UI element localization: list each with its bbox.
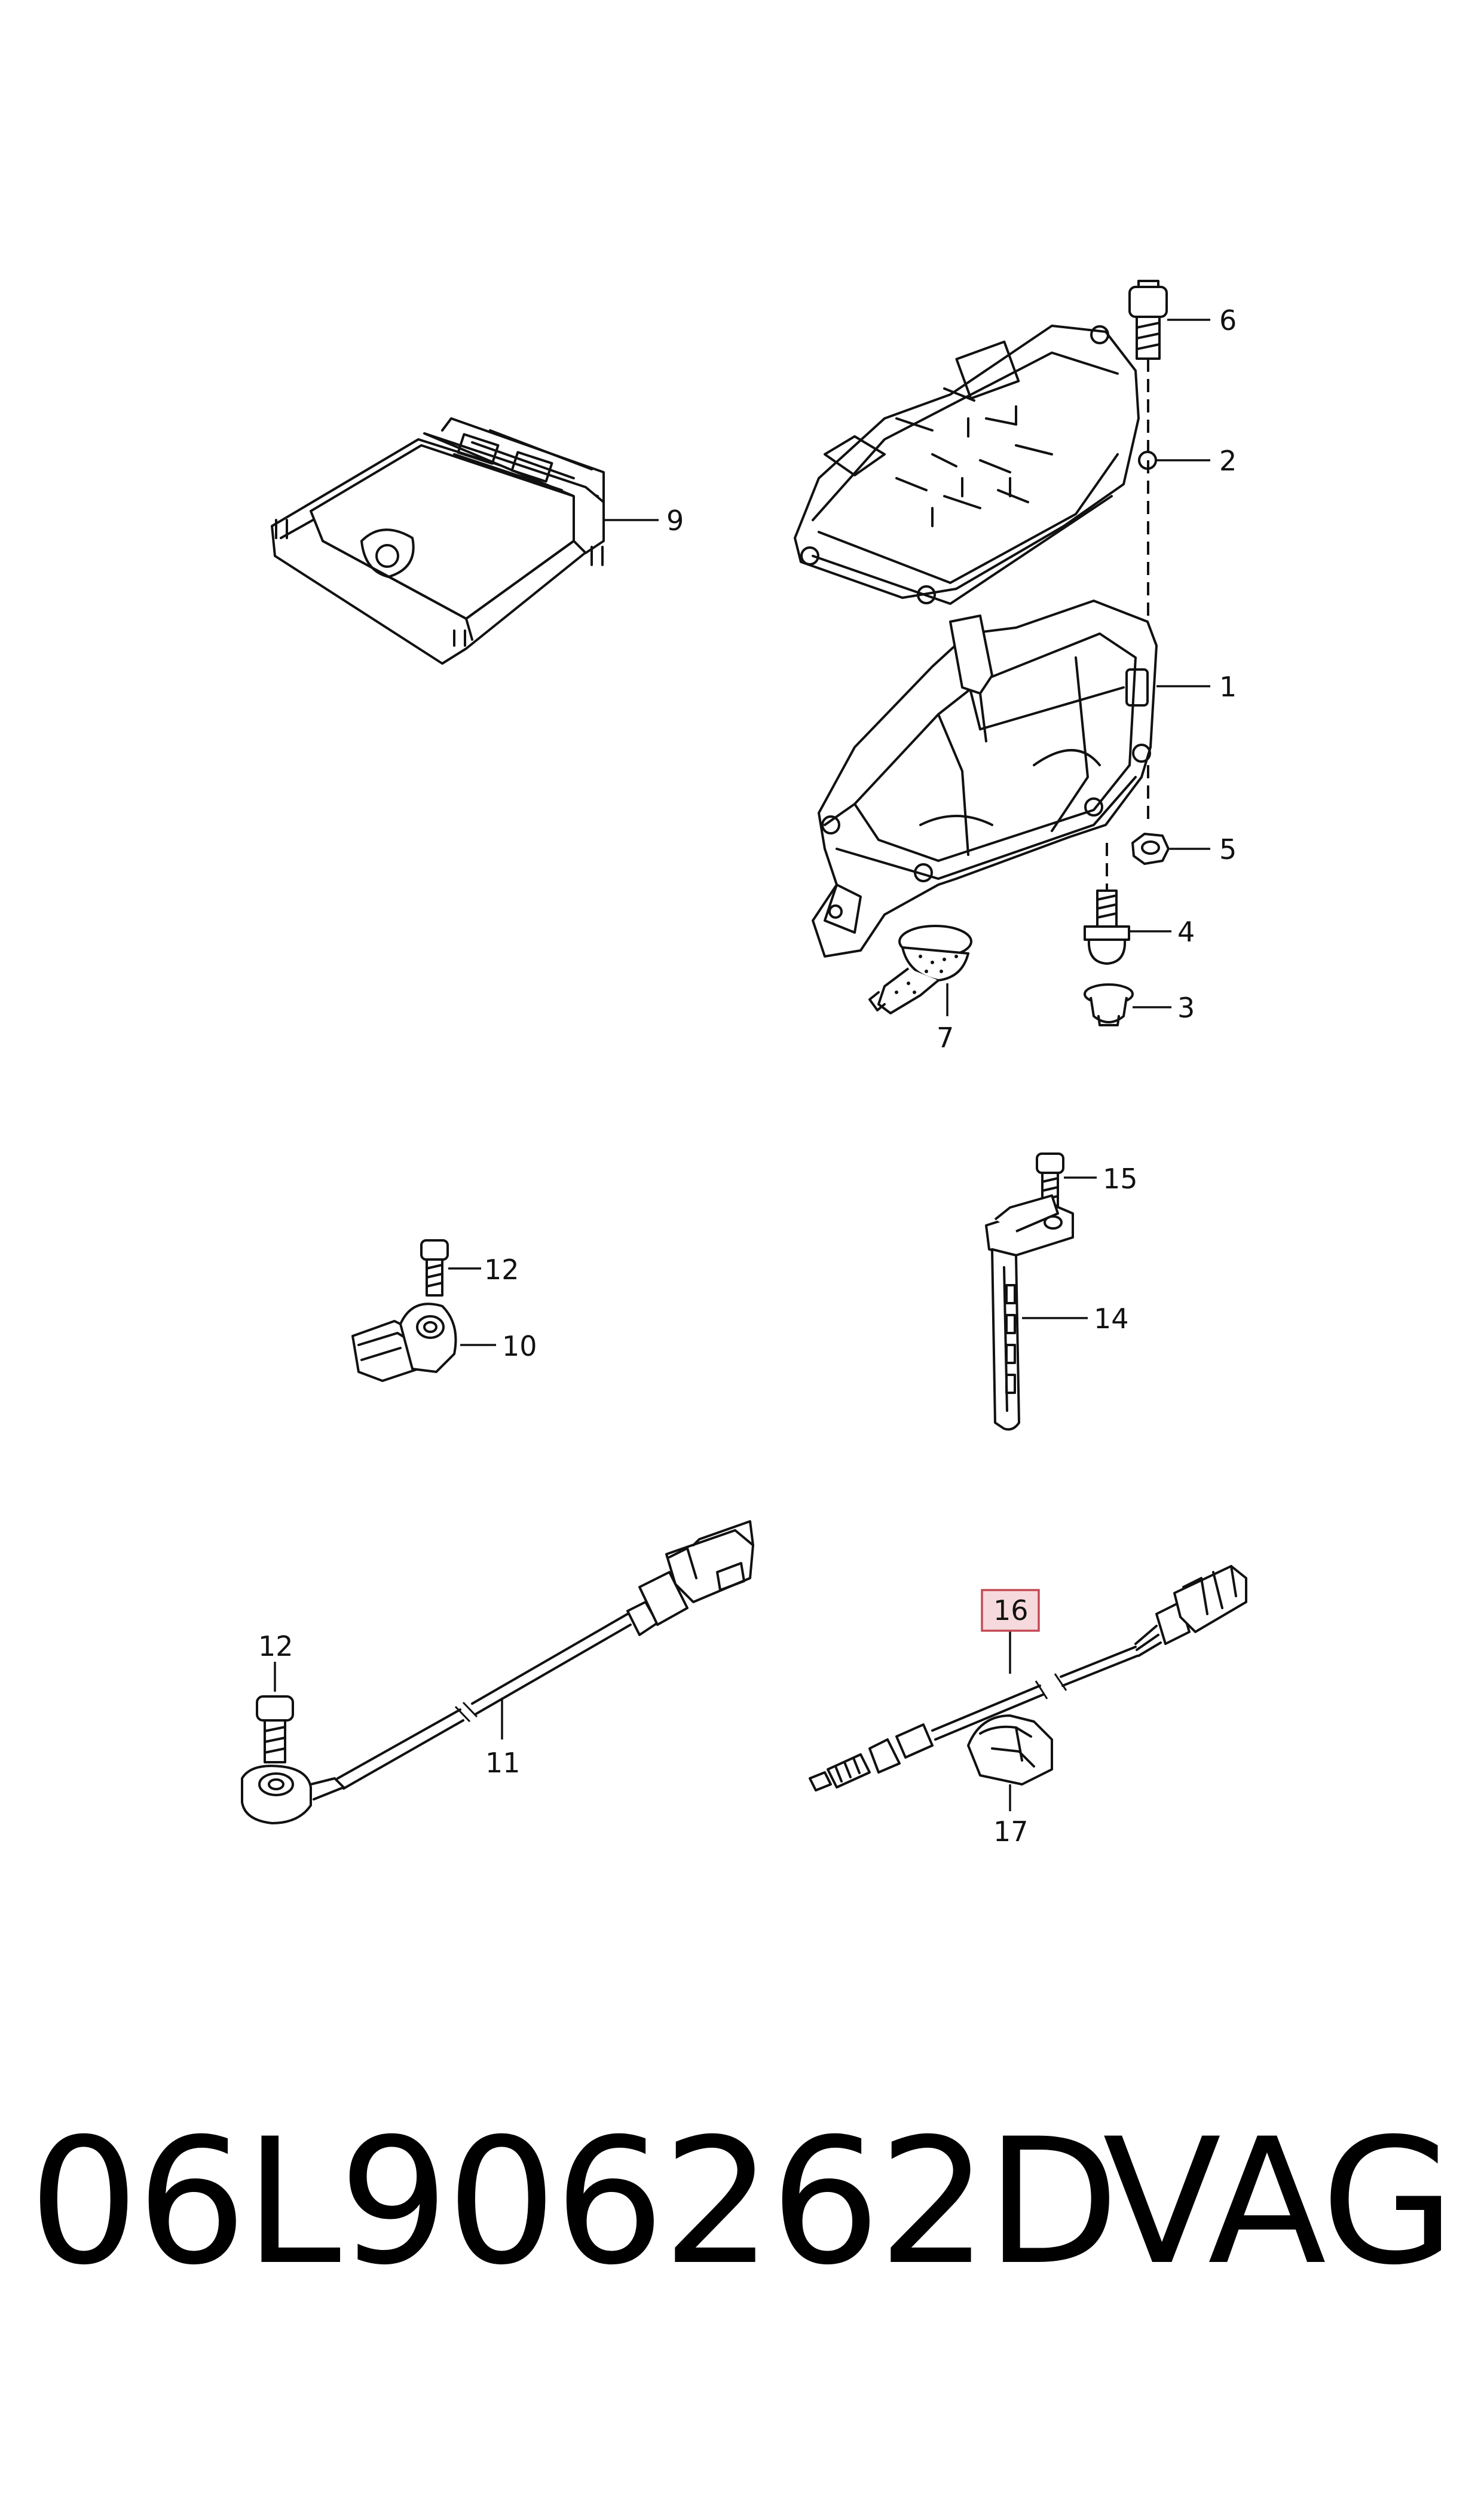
callout-17: 17 [993,1815,1029,1848]
callout-12-bottom: 12 [258,1630,293,1662]
seal-7 [868,925,972,1016]
screw-12-top [420,1239,481,1297]
control-unit-9 [271,417,659,665]
oxygen-sensor-16 [809,1565,1247,1792]
callout-14: 14 [1094,1303,1129,1335]
screw-12-bottom [256,1662,294,1763]
cable-break-marks [454,1673,1067,1723]
callout-7: 7 [937,1022,954,1054]
nut-5 [1131,833,1210,865]
callout-5: 5 [1219,833,1237,866]
callout-6: 6 [1219,304,1237,337]
sensor-14 [985,1194,1088,1431]
cover-2 [794,325,1210,605]
bolt-4 [1084,843,1171,965]
clip-17 [967,1714,1053,1811]
callout-15: 15 [1103,1163,1138,1195]
screw-15 [1036,1152,1097,1207]
callout-16: 16 [993,1594,1029,1627]
callout-4: 4 [1177,916,1195,948]
callout-10: 10 [502,1330,537,1362]
callout-9: 9 [666,505,684,537]
callout-11: 11 [485,1747,521,1779]
callout-3: 3 [1177,992,1195,1024]
brand-label: VAG [1103,2102,1455,2303]
grommet-3 [1084,983,1171,1026]
callout-2: 2 [1219,445,1237,477]
callout-12-top: 12 [484,1254,519,1286]
callout-16-highlight [981,1589,1040,1632]
knock-sensor-11 [241,1520,754,1824]
callout-1: 1 [1219,671,1237,703]
part-number: 06L906262D [29,2102,1119,2303]
housing-1 [812,600,1210,958]
knock-sensor-10 [351,1303,496,1382]
